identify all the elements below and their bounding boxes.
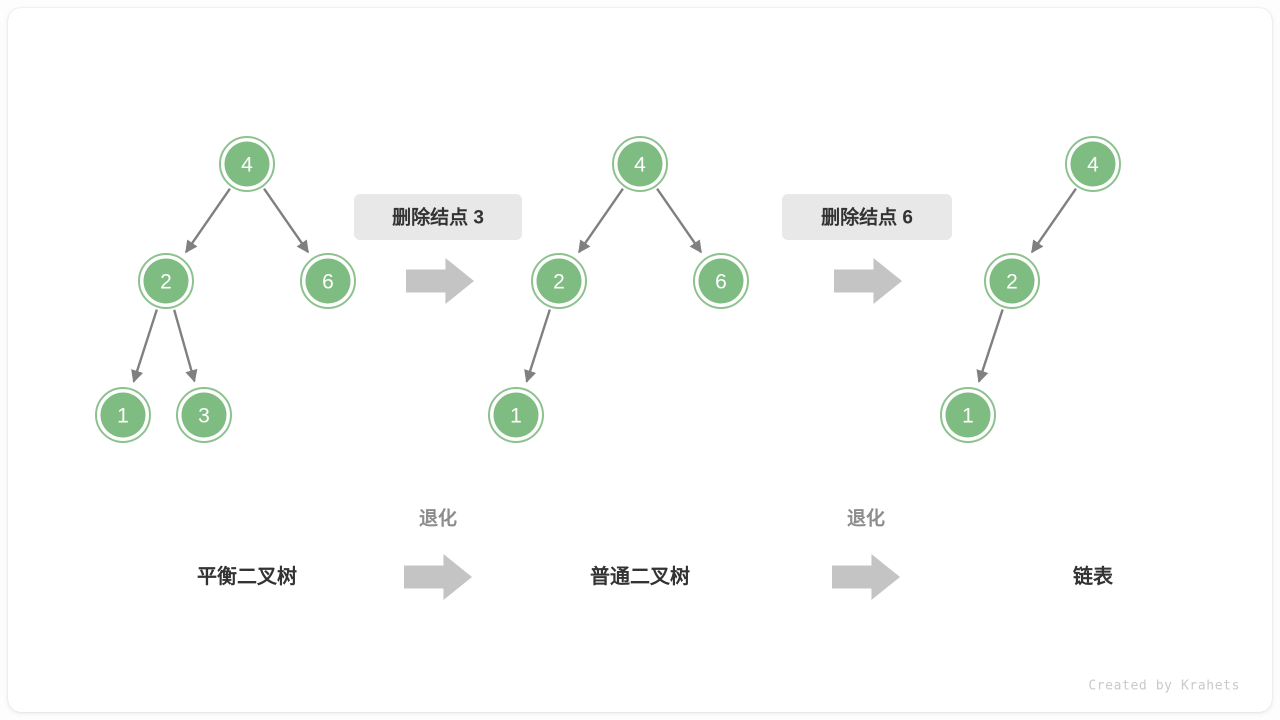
node-value: 2: [1006, 271, 1018, 294]
node-fill: [100, 392, 146, 438]
node-fill: [698, 258, 744, 304]
tree-node: 4: [219, 136, 275, 192]
node-fill: [143, 258, 189, 304]
node-fill: [945, 392, 991, 438]
tree-node: 4: [1065, 136, 1121, 192]
tree-node: 6: [693, 253, 749, 309]
tree-edge: [131, 309, 158, 383]
node-value: 3: [198, 405, 210, 428]
tree-node: 4: [612, 136, 668, 192]
operation-badges-layer: 删除结点 3 删除结点 6: [354, 194, 952, 240]
node-fill: [224, 141, 270, 187]
transition-arrow-top-arrow-1: [406, 258, 474, 304]
tree-edge: [577, 187, 624, 254]
badge-label: 删除结点 3: [392, 206, 484, 229]
badge-background: [354, 194, 522, 240]
tree-node: 1: [488, 387, 544, 443]
node-fill: [617, 141, 663, 187]
transition-arrow-bottom-arrow-2: [832, 554, 900, 600]
node-fill: [181, 392, 227, 438]
tree-node: 2: [984, 253, 1040, 309]
tree-edge: [976, 309, 1004, 383]
node-value: 4: [241, 154, 253, 177]
block-arrows-layer: [404, 258, 902, 600]
node-fill: [536, 258, 582, 304]
node-value: 2: [160, 271, 172, 294]
node-value: 6: [322, 271, 334, 294]
tree-edge: [524, 309, 551, 383]
tree-edges-layer: [131, 187, 1077, 383]
stage-labels-layer: 平衡二叉树 普通二叉树 链表 退化 退化: [197, 507, 1114, 589]
transition-arrow-top-arrow-2: [834, 258, 902, 304]
tree-node: 1: [940, 387, 996, 443]
tree-node: 1: [95, 387, 151, 443]
transition-arrow-bottom-arrow-1: [404, 554, 472, 600]
tree-node: 2: [531, 253, 587, 309]
diagram-card: [8, 8, 1272, 712]
node-fill: [493, 392, 539, 438]
tree-edge: [263, 187, 310, 254]
tree-node: 2: [138, 253, 194, 309]
tree-nodes-layer: 4 2 6 1 3 4 2 6 1 4 2 1: [95, 136, 1121, 443]
tree-node: 6: [300, 253, 356, 309]
node-fill: [989, 258, 1035, 304]
tree-edge: [656, 187, 703, 254]
tree-node: 3: [176, 387, 232, 443]
node-fill: [305, 258, 351, 304]
transition-label-degenerate-2: 退化: [847, 507, 885, 530]
tree-edge: [173, 309, 198, 383]
node-value: 4: [1087, 154, 1099, 177]
node-value: 1: [510, 405, 522, 428]
credit-text: Created by Krahets: [1088, 679, 1240, 694]
operation-badge-delete-node-6: 删除结点 6: [782, 194, 952, 240]
node-value: 4: [634, 154, 646, 177]
stage-label-balanced-bst: 平衡二叉树: [197, 564, 297, 588]
stage-label-linked-list: 链表: [1073, 564, 1114, 588]
badge-background: [782, 194, 952, 240]
node-value: 1: [962, 405, 974, 428]
tree-edge: [184, 187, 231, 254]
node-value: 2: [553, 271, 565, 294]
node-fill: [1070, 141, 1116, 187]
transition-label-degenerate-1: 退化: [419, 507, 457, 530]
node-value: 6: [715, 271, 727, 294]
node-value: 1: [117, 405, 129, 428]
operation-badge-delete-node-3: 删除结点 3: [354, 194, 522, 240]
tree-edge: [1030, 187, 1077, 254]
badge-label: 删除结点 6: [821, 206, 913, 229]
stage-label-ordinary-bst: 普通二叉树: [590, 564, 690, 588]
